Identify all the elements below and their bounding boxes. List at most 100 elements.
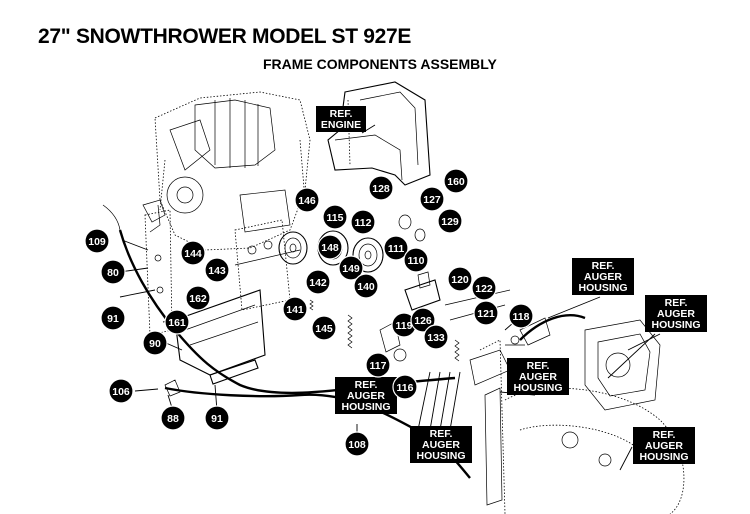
ref-auger-bottom-line-2: HOUSING xyxy=(416,450,465,462)
part-callout-128: 128 xyxy=(368,175,394,201)
part-callout-108: 108 xyxy=(344,431,370,457)
callout-number: 133 xyxy=(427,332,445,344)
ref-auger-top-line-1: AUGER xyxy=(584,271,622,283)
callout-circle xyxy=(108,378,134,404)
part-callout-111: 111 xyxy=(383,235,409,261)
callout-number: 148 xyxy=(321,242,339,254)
callout-circle xyxy=(443,168,469,194)
callout-number: 108 xyxy=(348,439,366,451)
callout-circle xyxy=(508,303,534,329)
part-callout-146: 146 xyxy=(294,187,320,213)
callout-circle xyxy=(365,352,391,378)
part-callout-88: 88 xyxy=(160,405,186,431)
part-callout-133: 133 xyxy=(423,324,449,350)
part-callout-145: 145 xyxy=(311,315,337,341)
part-callout-161: 161 xyxy=(164,309,190,335)
callout-circle xyxy=(350,209,376,235)
callout-circle xyxy=(447,266,473,292)
callout-circle xyxy=(164,309,190,335)
ref-auger-right-box xyxy=(645,295,707,332)
part-callout-122: 122 xyxy=(471,275,497,301)
callout-circle xyxy=(282,296,308,322)
ref-auger-lowright-line-0: REF. xyxy=(653,429,676,441)
ref-auger-bottom-box xyxy=(410,426,472,463)
callout-number: 109 xyxy=(88,236,106,248)
part-callout-121: 121 xyxy=(473,300,499,326)
part-callout-148: 148 xyxy=(317,234,343,260)
callout-number: 122 xyxy=(475,283,493,295)
ref-auger-lowright-line-1: AUGER xyxy=(645,440,683,452)
ref-auger-right-line-0: REF. xyxy=(665,297,688,309)
part-callout-115: 115 xyxy=(322,204,348,230)
chute-frame-illustration xyxy=(327,81,431,186)
callout-number: 149 xyxy=(342,263,360,275)
callout-number: 90 xyxy=(149,338,161,350)
callout-number: 115 xyxy=(327,212,344,224)
bottom-rod xyxy=(164,359,259,397)
leader-lines xyxy=(119,124,661,471)
callout-circle xyxy=(368,175,394,201)
callout-circle xyxy=(392,374,418,400)
callout-number: 111 xyxy=(388,243,405,255)
callout-circle xyxy=(437,208,463,234)
center-frame-bracket xyxy=(174,219,301,376)
part-callout-144: 144 xyxy=(180,240,206,266)
part-callout-116: 116 xyxy=(392,374,418,400)
callout-number: 118 xyxy=(513,311,530,323)
part-callout-129: 129 xyxy=(437,208,463,234)
part-callout-142: 142 xyxy=(305,269,331,295)
part-callout-90: 90 xyxy=(142,330,168,356)
ref-auger-mid-line-2: HOUSING xyxy=(513,382,562,394)
part-callout-126: 126 xyxy=(410,307,436,333)
callout-circle xyxy=(84,228,110,254)
callout-number: 143 xyxy=(208,265,226,277)
callout-circle xyxy=(317,234,343,260)
callout-number: 91 xyxy=(211,413,223,425)
ref-auger-bottom-line-1: AUGER xyxy=(422,439,460,451)
callout-circle xyxy=(344,431,370,457)
ref-auger-bottom-line-0: REF. xyxy=(430,428,453,440)
ref-auger-right-line-1: AUGER xyxy=(657,308,695,320)
callout-circle xyxy=(419,186,445,212)
callout-circle xyxy=(160,405,186,431)
callout-number: 80 xyxy=(107,267,119,279)
control-cables xyxy=(102,204,586,479)
part-callout-162: 162 xyxy=(185,285,211,311)
ref-auger-right-line-2: HOUSING xyxy=(651,319,700,331)
callout-circle xyxy=(185,285,211,311)
callout-number: 91 xyxy=(107,313,119,325)
part-callout-149: 149 xyxy=(338,255,364,281)
part-callout-120: 120 xyxy=(447,266,473,292)
callout-circle xyxy=(311,315,337,341)
engine-illustration xyxy=(154,91,311,251)
callout-circle xyxy=(383,235,409,261)
callout-circle xyxy=(142,330,168,356)
callout-number: 145 xyxy=(315,323,333,335)
callout-circle xyxy=(305,269,331,295)
ref-auger-left-line-0: REF. xyxy=(355,379,378,391)
part-callout-143: 143 xyxy=(204,257,230,283)
part-callout-117: 117 xyxy=(365,352,391,378)
part-callout-106: 106 xyxy=(108,378,134,404)
callout-number: 126 xyxy=(414,315,432,327)
callout-circle xyxy=(294,187,320,213)
callout-circle xyxy=(473,300,499,326)
ref-auger-lowright-line-2: HOUSING xyxy=(639,451,688,463)
callout-number: 160 xyxy=(447,176,465,188)
callout-number: 116 xyxy=(397,382,414,394)
callout-circle xyxy=(204,257,230,283)
ref-auger-top-line-2: HOUSING xyxy=(578,282,627,294)
callout-number: 161 xyxy=(168,317,186,329)
part-callout-141: 141 xyxy=(282,296,308,322)
callout-circle xyxy=(471,275,497,301)
callout-number: 162 xyxy=(189,293,207,305)
part-callout-127: 127 xyxy=(419,186,445,212)
part-callout-118: 118 xyxy=(508,303,534,329)
ref-engine-box xyxy=(316,106,366,132)
ref-auger-lowright-box xyxy=(633,427,695,464)
